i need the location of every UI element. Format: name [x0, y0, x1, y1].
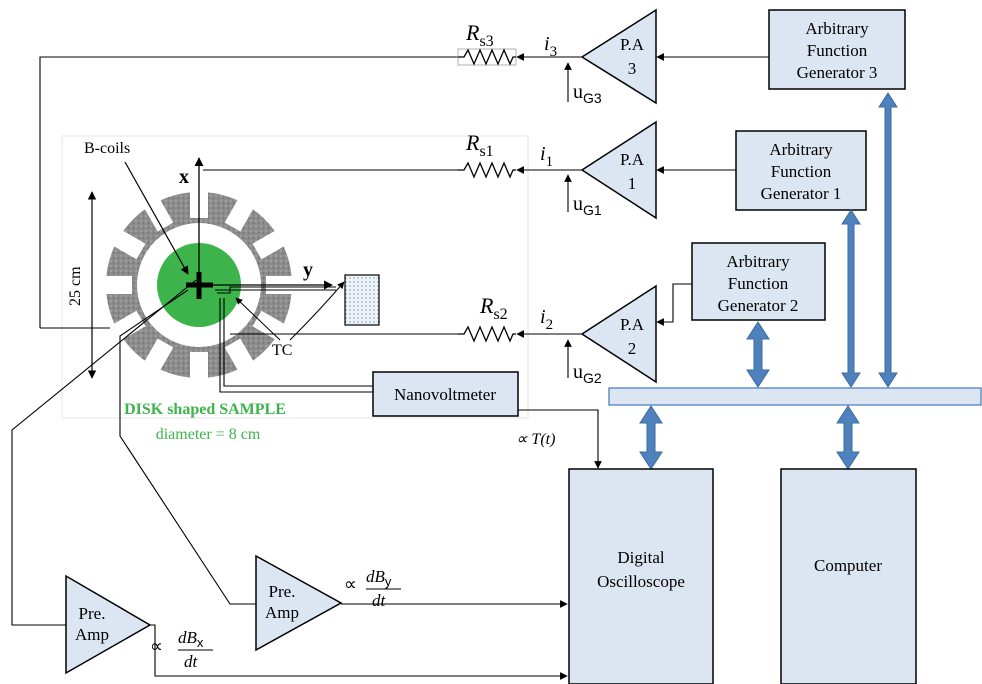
pa3-label-1: P.A — [620, 35, 645, 54]
svg-text:∝: ∝ — [150, 636, 163, 656]
generator-1-line3: Generator 1 — [761, 184, 842, 203]
ug2-label: uG2 — [573, 361, 602, 386]
generator-3-box — [768, 9, 906, 90]
power-amp-1 — [580, 120, 657, 220]
generator-2-line2: Function — [728, 274, 789, 293]
rs1-label: Rs1 — [465, 130, 494, 160]
pa1-label-2: 1 — [628, 174, 637, 193]
svg-text:∝: ∝ — [344, 574, 357, 594]
y-axis-label: y — [303, 259, 313, 281]
tc-label: TC — [272, 342, 292, 359]
b-coil-stator — [92, 178, 306, 392]
resistor-rs2 — [458, 325, 516, 343]
generator-1-box — [735, 130, 867, 211]
pre-amp-y-line2: Amp — [265, 603, 299, 622]
bx-coil-lead — [11, 279, 197, 626]
i3-label: i3 — [544, 33, 557, 60]
b-coils-label: B-coils — [84, 140, 130, 157]
power-amp-2 — [580, 284, 657, 384]
oscilloscope-label-1: Digital — [617, 548, 664, 567]
ug1-label: uG1 — [573, 193, 602, 218]
reference-junction-box — [344, 274, 380, 326]
generator-1-line1: Arbitrary — [769, 140, 833, 159]
pa1-label-1: P.A — [620, 150, 645, 169]
generator-3-line1: Arbitrary — [805, 19, 869, 38]
rs3-label: Rs3 — [465, 20, 494, 50]
pa2-label-2: 2 — [628, 339, 637, 358]
sample-diameter: diameter = 8 cm — [156, 426, 261, 443]
generator-2-box — [691, 242, 826, 321]
pre-amp-x-line2: Amp — [75, 625, 109, 644]
i2-label: i2 — [540, 306, 553, 333]
nanovoltmeter-label: Nanovoltmeter — [394, 385, 496, 404]
pre-amp-x-line1: Pre. — [79, 604, 106, 623]
svg-text:dt: dt — [372, 591, 387, 610]
b-coils-pointer — [124, 161, 189, 275]
svg-text:dBy: dBy — [366, 567, 392, 589]
pre-amp-y-line1: Pre. — [269, 582, 296, 601]
temperature-signal-label: ∝ T(t) — [516, 431, 555, 448]
pre-amp-y — [255, 554, 343, 652]
by-coil-lead — [119, 289, 256, 605]
power-amp-3 — [580, 8, 657, 105]
ug3-label: uG3 — [573, 81, 602, 106]
generator-2-line1: Arbitrary — [726, 252, 790, 271]
gen2-to-pa2 — [656, 283, 692, 326]
computer-box — [780, 468, 917, 684]
bx-signal-line — [150, 624, 568, 680]
resistor-rs1 — [458, 161, 516, 179]
oscilloscope-label-2: Oscilloscope — [597, 572, 685, 591]
nanovoltmeter-box — [372, 371, 519, 417]
svg-text:dBx: dBx — [178, 628, 204, 650]
generator-3-line3: Generator 3 — [797, 63, 878, 82]
generator-1-line2: Function — [771, 162, 832, 181]
sample-title: DISK shaped SAMPLE — [124, 401, 286, 418]
resistor-rs3 — [457, 48, 517, 66]
dby-dt-label: ∝ dBy dt — [344, 567, 401, 610]
x-axis-label: x — [179, 166, 189, 188]
pa3-label-2: 3 — [628, 59, 637, 78]
pa2-label-1: P.A — [620, 315, 645, 334]
generator-2-line3: Generator 2 — [718, 296, 799, 315]
dbx-dt-label: ∝ dBx dt — [150, 628, 213, 671]
temperature-signal-line — [518, 409, 602, 469]
tc-pointer-1 — [235, 297, 281, 341]
i1-label: i1 — [540, 143, 553, 170]
rs2-label: Rs2 — [479, 293, 508, 323]
data-bus — [608, 387, 982, 406]
computer-label: Computer — [814, 556, 882, 575]
svg-text:dt: dt — [184, 652, 199, 671]
photo-frame — [61, 135, 529, 419]
generator-3-line2: Function — [807, 41, 868, 60]
dimension-label: 25 cm — [67, 266, 84, 306]
digital-oscilloscope-box — [568, 468, 714, 684]
thermocouple-leads — [215, 286, 373, 393]
bus-arrows — [639, 92, 898, 470]
wire-rs3 — [39, 56, 458, 328]
